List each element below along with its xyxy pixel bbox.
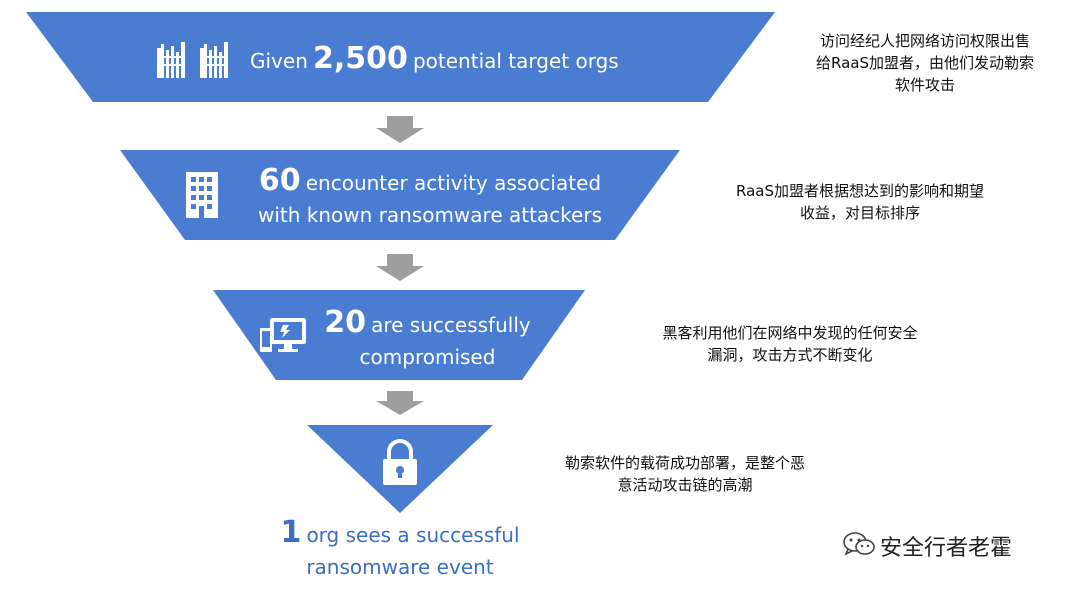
- watermark-text: 安全行者老霍: [880, 536, 1013, 561]
- stage-1-note: 访问经纪人把网络访问权限出售 给RaaS加盟者，由他们发动勒索 软件攻击: [780, 30, 1070, 96]
- stage-3-number: 20: [324, 305, 367, 340]
- stage-1-label: Given 2,500 potential target orgs: [250, 44, 650, 78]
- compromised-devices-icon: [260, 318, 306, 352]
- padlock-icon: [383, 439, 417, 485]
- down-arrow-1: [376, 116, 424, 143]
- stage-2-note-line2: 收益，对目标排序: [799, 204, 920, 222]
- result-line2: ransomware event: [306, 555, 494, 579]
- stage-1-note-line2: 给RaaS加盟者，由他们发动勒索: [816, 54, 1034, 72]
- stage-3-label: 20 are successfully compromised: [315, 308, 540, 372]
- down-arrow-2: [376, 254, 424, 281]
- watermark: 安全行者老霍: [842, 528, 1072, 561]
- stage-4-note: 勒索软件的载荷成功部署，是整个恶 意活动攻击链的高潮: [525, 452, 845, 496]
- stage-1-note-line1: 访问经纪人把网络访问权限出售: [819, 32, 1030, 50]
- stage-4-note-line1: 勒索软件的载荷成功部署，是整个恶: [564, 454, 805, 472]
- stage-4-note-line2: 意活动攻击链的高潮: [617, 476, 753, 494]
- stage-1-prefix: Given: [250, 49, 308, 73]
- result-label: 1 org sees a successful ransomware event: [260, 518, 540, 582]
- stage-1-suffix: potential target orgs: [412, 49, 619, 73]
- funnel-stage-3: [213, 290, 585, 380]
- result-line1: org sees a successful: [306, 523, 520, 547]
- wechat-icon: [843, 532, 875, 556]
- stage-3-note: 黑客利用他们在网络中发现的任何安全 漏洞，攻击方式不断变化: [620, 322, 960, 366]
- stage-1-note-line3: 软件攻击: [894, 76, 955, 94]
- building-icon: [186, 172, 218, 218]
- stage-3-line1: are successfully: [371, 313, 531, 337]
- funnel-stage-2: [120, 150, 680, 240]
- stage-2-label: 60 encounter activity associated with kn…: [235, 166, 625, 230]
- stage-2-line1: encounter activity associated: [305, 171, 602, 195]
- funnel-stage-1: [26, 12, 775, 102]
- office-buildings-icon: [157, 42, 228, 78]
- result-number: 1: [280, 515, 302, 550]
- stage-2-note: RaaS加盟者根据想达到的影响和期望 收益，对目标排序: [690, 180, 1030, 224]
- stage-3-line2: compromised: [359, 345, 496, 369]
- stage-3-note-line1: 黑客利用他们在网络中发现的任何安全: [662, 324, 918, 342]
- stage-2-note-line1: RaaS加盟者根据想达到的影响和期望: [736, 182, 984, 200]
- stage-2-number: 60: [258, 163, 301, 198]
- down-arrow-3: [376, 391, 424, 415]
- stage-3-note-line2: 漏洞，攻击方式不断变化: [707, 346, 873, 364]
- stage-1-number: 2,500: [312, 41, 408, 76]
- stage-2-line2: with known ransomware attackers: [257, 203, 603, 227]
